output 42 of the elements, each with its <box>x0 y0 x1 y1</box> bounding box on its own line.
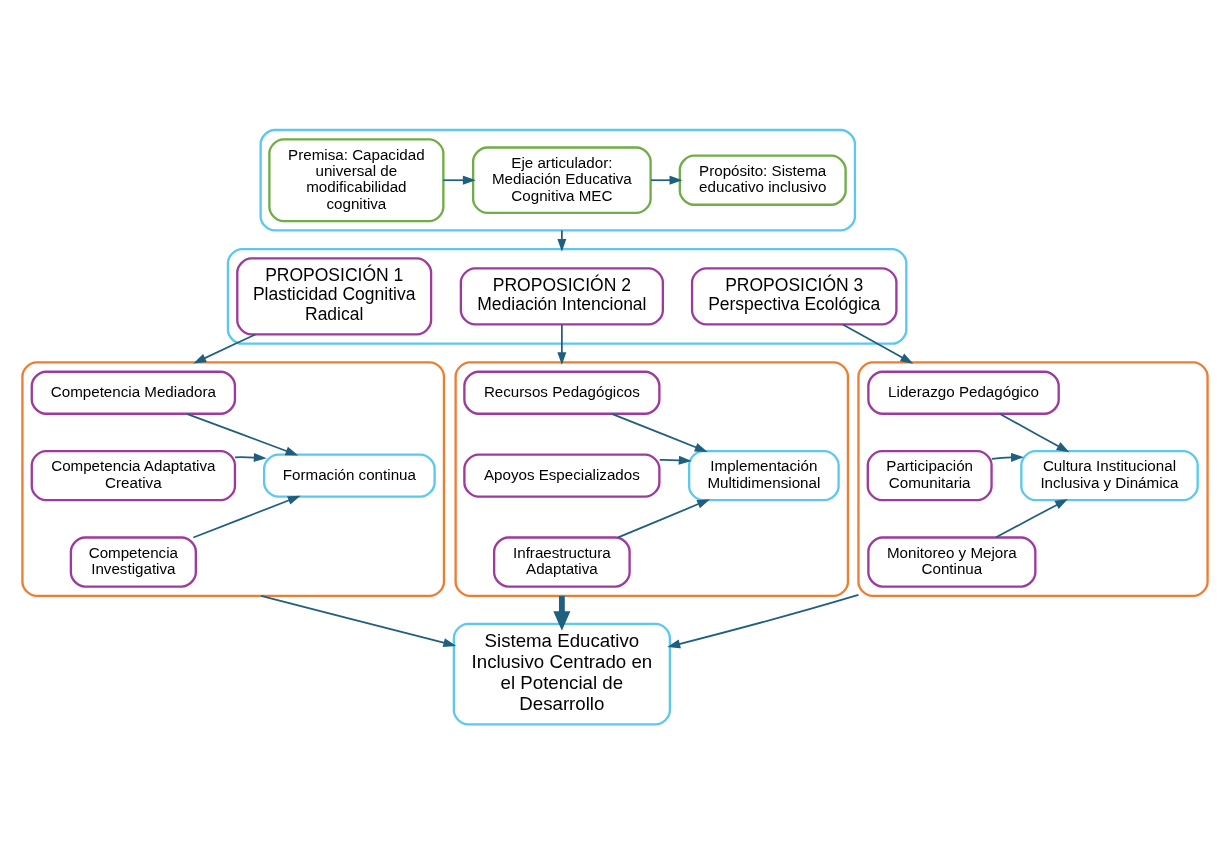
node-box: Eje articulador: Mediación Educativa Cognitiva MEC <box>471 145 652 214</box>
arrow <box>998 412 1070 452</box>
node-box: Competencia Investigativa <box>69 535 197 588</box>
node-box: Sistema Educativo Inclusivo Centrado en el Potencial de Desarrollo <box>452 622 672 725</box>
node-box: PROPOSICIÓN 2 Mediación Intencional <box>459 266 665 326</box>
arrow <box>650 175 683 185</box>
node-box: Formación continua <box>262 452 436 498</box>
arrow <box>610 412 708 452</box>
node-box: Propósito: Sistema educativo inclusivo <box>678 154 847 206</box>
arrow <box>617 498 711 538</box>
arrow <box>192 495 301 538</box>
arrow <box>553 595 571 631</box>
arrow <box>260 594 457 647</box>
node-box: Competencia Adaptativa Creativa <box>30 449 237 501</box>
node-box: Implementación Multidimensional <box>687 449 840 501</box>
arrow <box>841 323 914 364</box>
node-box: Monitoreo y Mejora Continua <box>867 535 1037 588</box>
node-box: PROPOSICIÓN 3 Perspectiva Ecológica <box>690 266 898 326</box>
arrow <box>658 455 692 465</box>
arrow <box>557 229 567 252</box>
arrow <box>185 412 299 455</box>
node-box: Participación Comunitaria <box>866 449 993 501</box>
node-box: Cultura Institucional Inclusiva y Dinámica <box>1020 449 1199 501</box>
cluster <box>259 128 857 232</box>
cluster <box>21 360 446 597</box>
cluster <box>454 360 850 597</box>
node-box: Infraestructura Adaptativa <box>492 535 631 588</box>
arrow <box>193 333 257 363</box>
cluster <box>226 247 908 345</box>
arrow <box>995 498 1068 538</box>
arrow <box>990 452 1024 462</box>
node-box: Recursos Pedagógicos <box>463 370 661 415</box>
cluster <box>857 360 1209 597</box>
node-box: PROPOSICIÓN 1 Plasticidad Cognitiva Radical <box>236 256 433 335</box>
node-box: Competencia Mediadora <box>30 370 237 415</box>
node-box: Liderazgo Pedagógico <box>867 370 1060 415</box>
arrow <box>442 175 476 185</box>
node-box: Premisa: Capacidad universal de modificabilidad cognitiva <box>268 137 445 222</box>
node-box: Apoyos Especializados <box>463 452 661 498</box>
arrow <box>667 593 860 648</box>
arrow <box>234 452 267 462</box>
arrow <box>557 323 567 365</box>
